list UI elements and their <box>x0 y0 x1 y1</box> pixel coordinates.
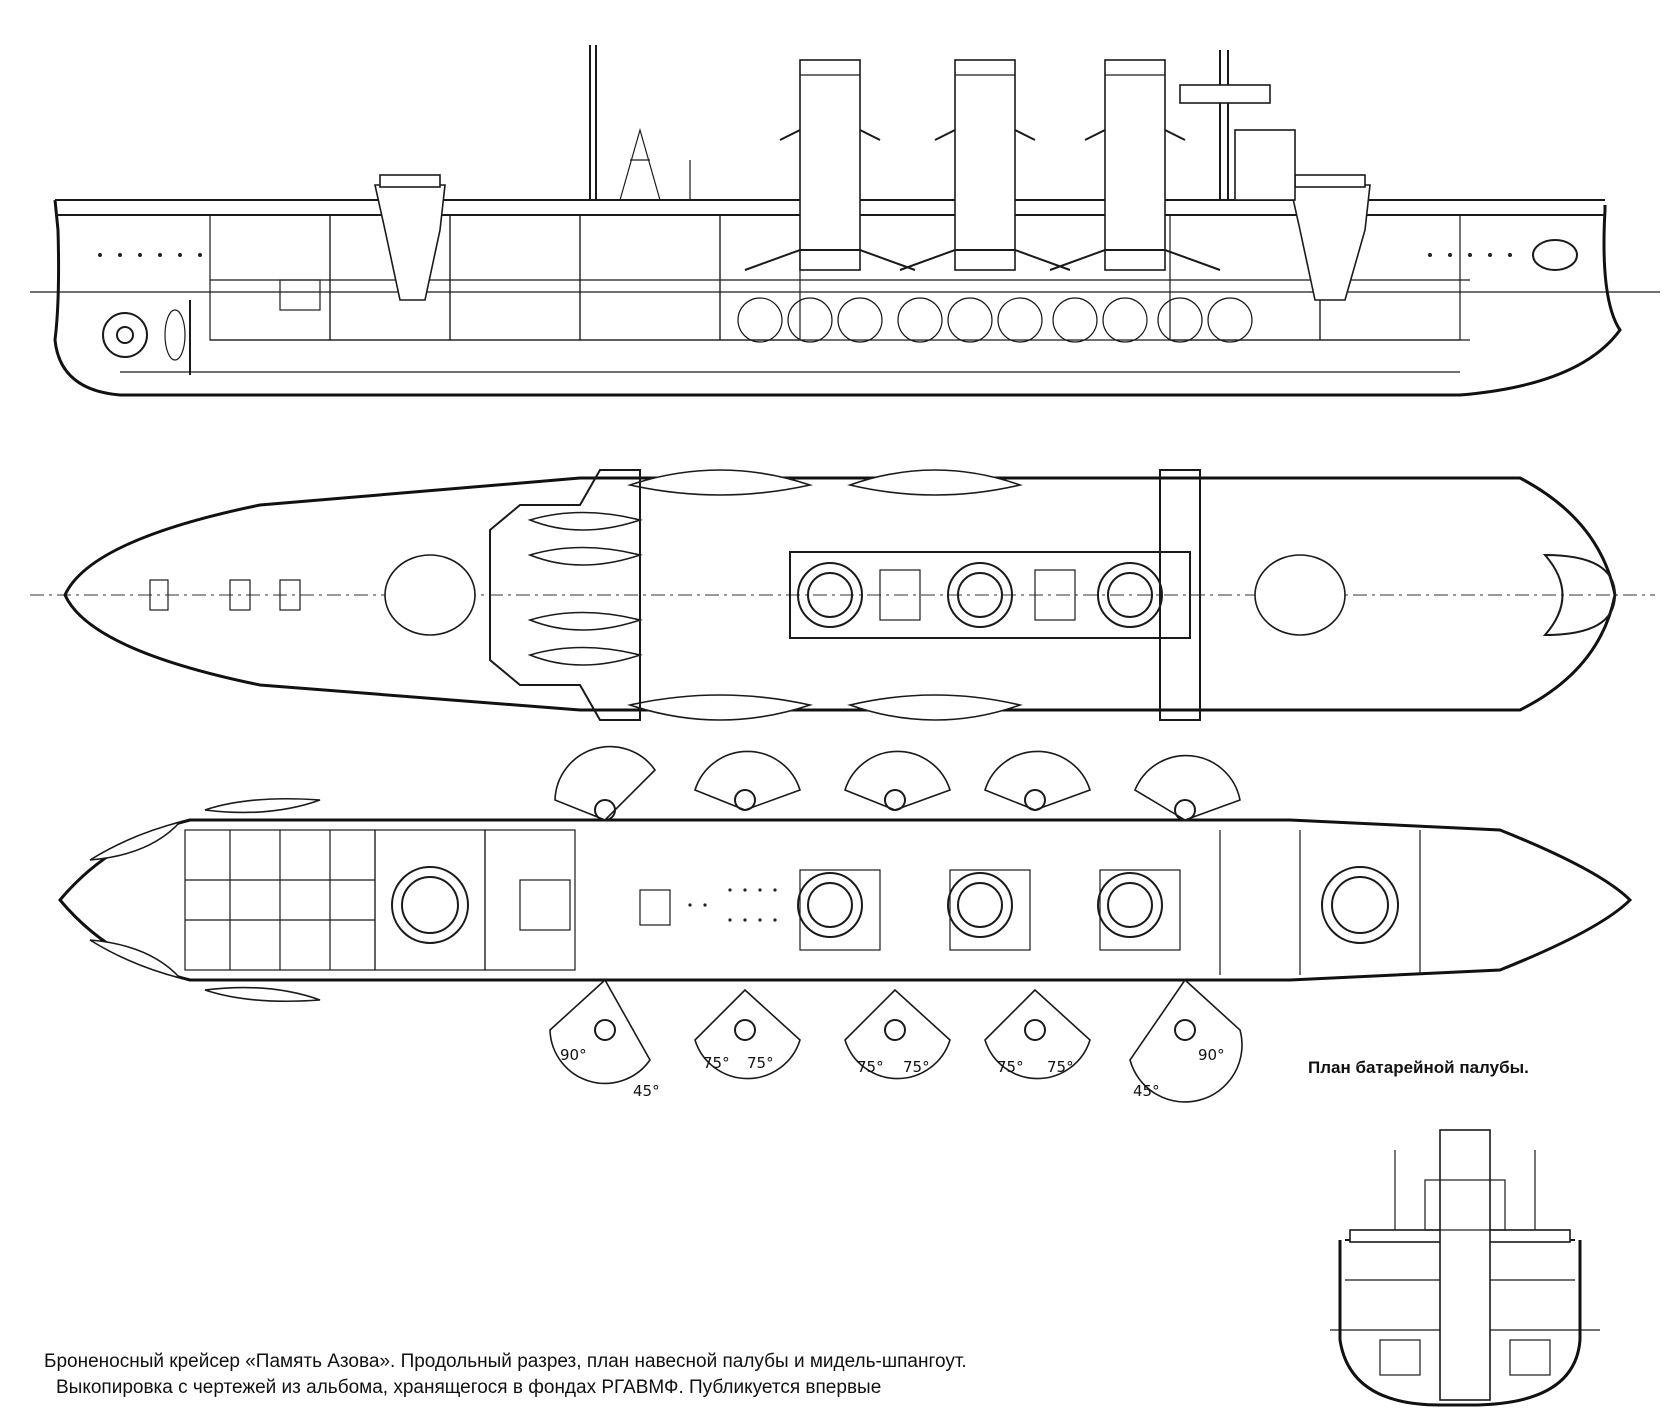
midship-section <box>1330 1129 1600 1407</box>
arc-label-casemate-3a: 75° <box>997 1058 1024 1076</box>
arc-label-fwd-45: 45° <box>1133 1082 1160 1100</box>
ship-boats <box>527 469 1023 721</box>
midship-funnel <box>1439 1129 1491 1401</box>
barbettes <box>391 866 1399 944</box>
deck-rivet-rows <box>688 888 777 922</box>
firing-arc-labels: 90° 45° 75° 75° 75° 75° 75° 75° 45° 90° <box>560 1046 1225 1100</box>
propeller-icon <box>102 300 191 375</box>
anchor-hawse-icon <box>1532 239 1578 271</box>
battery-deck-outline <box>58 818 1633 982</box>
flying-deck-plan <box>30 469 1655 721</box>
hull-profile <box>53 199 1622 397</box>
funnel-1 <box>744 59 916 271</box>
battery-deck-plan: 90° 45° 75° 75° 75° 75° 75° 75° 45° 90° <box>58 745 1633 1103</box>
arc-label-aft-90: 90° <box>560 1046 587 1064</box>
midship-hull <box>1338 1240 1582 1407</box>
deck-hatches <box>149 569 1076 621</box>
aft-turret-plan <box>384 554 476 636</box>
arc-label-casemate-1b: 75° <box>747 1054 774 1072</box>
arc-label-aft-45: 45° <box>633 1082 660 1100</box>
figure-caption-line-2: Выкопировка с чертежей из альбома, храня… <box>56 1377 882 1398</box>
battery-deck-plan-label: План батарейной палубы. <box>1308 1058 1529 1077</box>
funnel-openings <box>797 562 1163 628</box>
forward-turret-plan <box>1254 554 1346 636</box>
forward-turret-section <box>1289 184 1371 301</box>
boat-crane <box>619 127 691 201</box>
arc-label-fwd-90: 90° <box>1198 1046 1225 1064</box>
funnel-3 <box>1049 59 1221 271</box>
figure-caption-line-1: Броненосный крейсер «Память Азова». Прод… <box>44 1351 967 1372</box>
aft-superstructure <box>489 469 641 721</box>
aft-turret-section <box>374 184 446 301</box>
arc-label-casemate-1a: 75° <box>703 1054 730 1072</box>
battery-deck-compartments <box>184 829 576 971</box>
arc-label-casemate-2b: 75° <box>903 1058 930 1076</box>
battery-deck-boats <box>89 797 321 1003</box>
funnel-2 <box>899 59 1071 271</box>
longitudinal-section <box>30 45 1660 397</box>
deck-outline <box>63 476 1617 712</box>
boilers <box>737 297 1253 343</box>
gun-positions <box>594 789 1196 1041</box>
portholes <box>98 253 1512 257</box>
gun-sponsons-port <box>554 745 1241 821</box>
gun-sponsons-starboard <box>549 978 1243 1103</box>
arc-label-casemate-2a: 75° <box>857 1058 884 1076</box>
forward-superstructure <box>1159 469 1201 721</box>
bridge-wing <box>1542 553 1617 637</box>
arc-label-casemate-3b: 75° <box>1047 1058 1074 1076</box>
